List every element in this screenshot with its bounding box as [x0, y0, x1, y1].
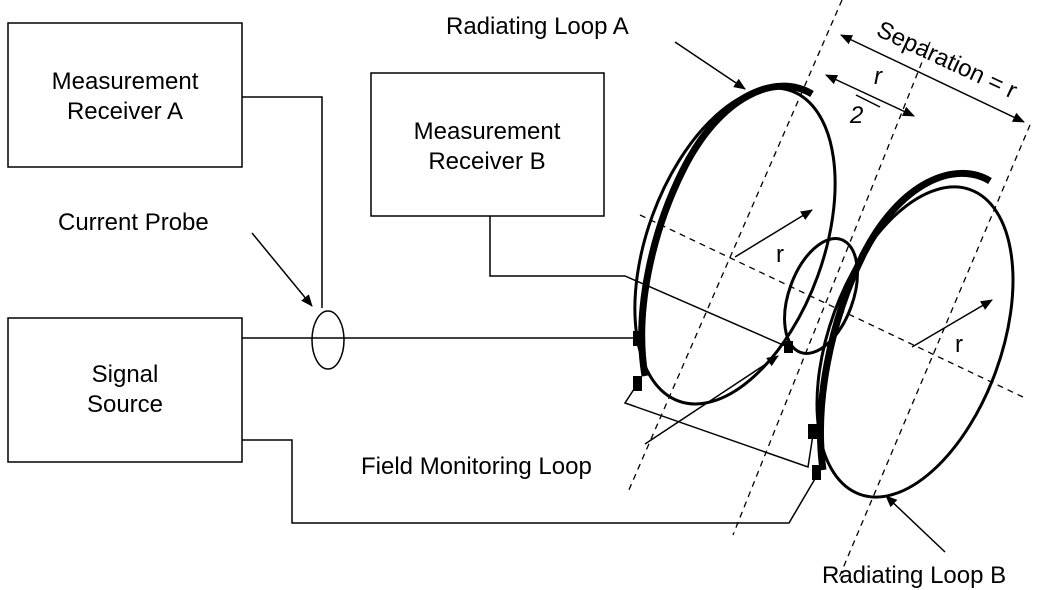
radiating-loop-b-thick-edge	[817, 170, 992, 471]
loop-a-to-loop-b-wire	[623, 379, 815, 469]
loop-a-feed-terminal-2	[633, 376, 642, 391]
loop-b-feed-terminal-1	[808, 424, 817, 439]
half-separation-dimension-arrow	[825, 74, 915, 117]
monitor-loop-terminal	[784, 341, 793, 353]
radiating-loop-b	[815, 185, 1015, 499]
signal-source-label-line2: Source	[87, 391, 163, 418]
loop-b-axis	[837, 124, 1031, 581]
field-monitoring-loop	[783, 237, 859, 355]
measurement-receiver-a-box	[7, 22, 243, 168]
loop-b-radius-label: r	[955, 331, 963, 358]
loop-b-feed-terminal-2	[812, 465, 821, 480]
loop-a-radius-arrow	[734, 209, 813, 258]
current-probe-clamp	[311, 310, 345, 370]
loop-b-radius-arrow	[911, 299, 993, 348]
signal-source-label-line1: Signal	[92, 361, 159, 388]
loop-a-feed-terminal-1	[633, 331, 642, 346]
separation-dimension-arrow	[840, 34, 1025, 123]
loop-a-axis	[627, 0, 843, 493]
measurement-receiver-b-label-line1: Measurement	[414, 118, 561, 145]
radiating-loop-a-leader	[674, 41, 746, 90]
current-probe-label: Current Probe	[58, 209, 209, 236]
measurement-receiver-a-label-line2: Receiver A	[67, 98, 183, 125]
measurement-receiver-b-box	[370, 72, 605, 217]
current-probe-leader	[251, 232, 313, 307]
loop-a-radius-label: r	[776, 241, 784, 268]
radiating-loop-b-label: Radiating Loop B	[822, 562, 1006, 589]
receiver-a-to-probe-wire	[242, 96, 323, 308]
field-monitoring-loop-label: Field Monitoring Loop	[361, 453, 592, 480]
measurement-receiver-b-label-line2: Receiver B	[428, 148, 545, 175]
radiating-loop-a-thick-edge	[638, 82, 814, 377]
source-to-loop-b-wire	[242, 439, 820, 524]
field-monitoring-loop-leader	[644, 355, 779, 445]
half-separation-numerator: r	[874, 63, 883, 90]
center-axis	[732, 41, 931, 536]
radiating-loop-b-leader	[885, 495, 946, 553]
common-loop-axis	[639, 214, 1026, 399]
radiating-loop-a	[633, 86, 837, 406]
radiating-loop-a-label: Radiating Loop A	[446, 13, 629, 40]
receiver-b-to-monitor-loop-wire	[489, 216, 791, 349]
half-separation-denominator: 2	[849, 102, 863, 129]
signal-source-box	[7, 317, 243, 463]
measurement-receiver-a-label-line1: Measurement	[52, 68, 199, 95]
